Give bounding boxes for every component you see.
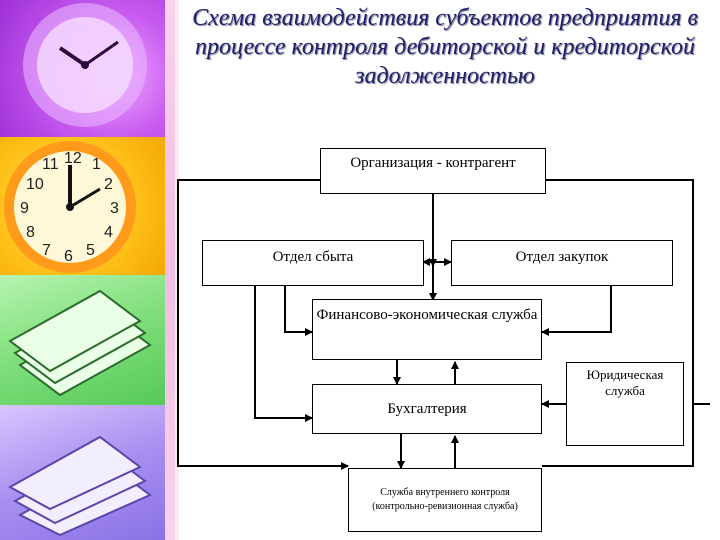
clock-numeral: 7 bbox=[42, 242, 51, 259]
clock-numeral: 8 bbox=[26, 224, 35, 241]
node-label: Организация - контрагент bbox=[350, 155, 516, 171]
node-legal: Юридическая служба bbox=[566, 362, 684, 446]
node-accounting: Бухгалтерия bbox=[312, 384, 542, 434]
clock-numeral: 6 bbox=[64, 248, 73, 265]
papers-icon bbox=[8, 289, 152, 397]
pink-divider bbox=[165, 0, 175, 540]
purple-clock-icon bbox=[23, 3, 147, 127]
clock-numeral: 11 bbox=[42, 156, 59, 173]
node-label: Юридическая служба bbox=[586, 367, 664, 398]
node-finance: Финансово-экономическая служба bbox=[312, 299, 542, 360]
node-label: Финансово-экономическая служба bbox=[316, 307, 538, 323]
node-internal-control: Служба внутреннего контроля (контрольно-… bbox=[348, 468, 542, 532]
clock-numeral: 12 bbox=[64, 150, 82, 167]
connector-line bbox=[284, 286, 313, 336]
node-label: Отдел закупок bbox=[515, 249, 609, 265]
node-purchasing: Отдел закупок bbox=[451, 240, 673, 286]
clock-numeral: 9 bbox=[20, 200, 29, 217]
clock-numeral: 5 bbox=[86, 242, 95, 259]
yellow-clock-icon: 11 12 1 10 2 9 3 8 4 7 6 5 bbox=[4, 141, 136, 273]
decorative-photo-strip: 11 12 1 10 2 9 3 8 4 7 6 5 bbox=[0, 0, 165, 540]
purple-papers-image bbox=[0, 405, 165, 540]
clock-numeral: 2 bbox=[104, 176, 113, 193]
node-counterparty: Организация - контрагент bbox=[320, 148, 546, 194]
slide-title: Схема взаимодействия субъектов предприят… bbox=[192, 5, 698, 89]
clock-numeral: 4 bbox=[104, 224, 113, 241]
connector-line bbox=[542, 179, 694, 467]
clock-numeral: 1 bbox=[92, 156, 101, 173]
papers-icon bbox=[7, 435, 152, 537]
clock-numeral: 10 bbox=[26, 176, 44, 193]
node-sales: Отдел сбыта bbox=[202, 240, 424, 286]
connector-line bbox=[541, 286, 612, 336]
clock-numeral: 3 bbox=[110, 200, 119, 217]
node-label: Бухгалтерия bbox=[387, 400, 467, 417]
node-label: Служба внутреннего контроля (контрольно-… bbox=[372, 487, 518, 512]
purple-clock-image bbox=[0, 0, 165, 137]
yellow-clock-image: 11 12 1 10 2 9 3 8 4 7 6 5 bbox=[0, 137, 165, 275]
green-papers-image bbox=[0, 275, 165, 405]
node-label: Отдел сбыта bbox=[272, 249, 354, 265]
connector-line bbox=[254, 286, 313, 422]
connector-line bbox=[177, 179, 349, 470]
